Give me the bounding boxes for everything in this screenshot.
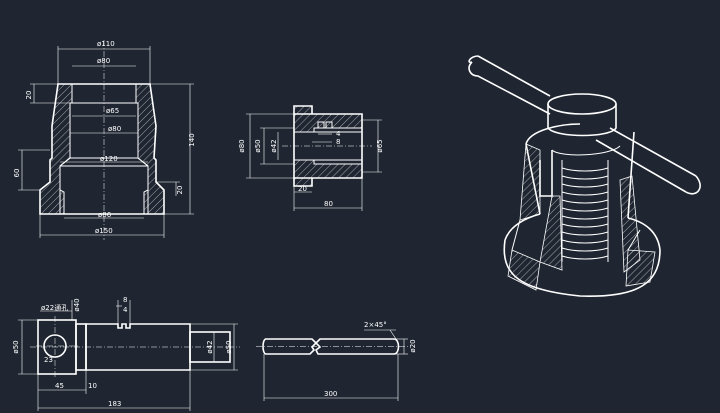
dim-screw-d42: ø42 bbox=[206, 340, 214, 353]
dim-nut-slot-8: 8 bbox=[336, 138, 340, 146]
dim-base-bore-80: ø80 bbox=[108, 125, 121, 133]
dim-screw-d40: ø40 bbox=[73, 298, 81, 311]
dim-bar-d20: ø20 bbox=[409, 339, 417, 352]
dim-screw-slot-4: 4 bbox=[123, 306, 128, 314]
dim-bar-300: 300 bbox=[324, 390, 337, 398]
dim-base-top-height: 20 bbox=[25, 91, 33, 100]
screw-drawing: ø22通孔 ø40 8 4 ø50 23 45 10 ø42 ø50 183 bbox=[12, 296, 240, 411]
dim-base-bore-86: ø86 bbox=[98, 211, 112, 219]
dim-nut-length-80: 80 bbox=[324, 200, 333, 208]
dim-nut-d50: ø50 bbox=[254, 139, 262, 152]
screw-thread-lines bbox=[561, 160, 609, 262]
nut-section-view: ø80 ø50 ø42 ø65 4 8 20 80 bbox=[238, 105, 384, 211]
dim-screw-10: 10 bbox=[88, 382, 97, 390]
dim-bar-chamfer: 2×45° bbox=[364, 321, 387, 329]
dim-nut-d42: ø42 bbox=[270, 139, 278, 152]
dim-base-bore-65: ø65 bbox=[106, 107, 119, 115]
dim-base-inner-top: ø80 bbox=[97, 57, 110, 65]
handle-bar-drawing: 2×45° ø20 300 bbox=[256, 321, 417, 401]
dim-screw-183: 183 bbox=[108, 400, 121, 408]
dim-nut-slot-4: 4 bbox=[336, 130, 341, 138]
dim-screw-d50-right: ø50 bbox=[225, 340, 233, 353]
dim-base-flange-height: 20 bbox=[176, 186, 184, 195]
dim-base-bottom-width: ø150 bbox=[95, 227, 113, 235]
base-section-view: ø110 ø80 ø65 ø80 ø120 ø86 ø150 20 60 140… bbox=[13, 40, 196, 240]
dim-base-top-width: ø110 bbox=[97, 40, 115, 48]
dim-base-bore-120: ø120 bbox=[100, 155, 118, 163]
dim-screw-slot-8: 8 bbox=[123, 296, 127, 304]
dim-screw-23: 23 bbox=[44, 356, 53, 364]
dim-base-left-height: 60 bbox=[13, 169, 21, 178]
dim-base-total-height: 140 bbox=[188, 133, 196, 146]
dim-screw-45: 45 bbox=[55, 382, 64, 390]
dim-nut-collar-20: 20 bbox=[298, 185, 307, 193]
assembly-isometric-view bbox=[468, 55, 701, 297]
dim-nut-d65: ø65 bbox=[376, 139, 384, 152]
dim-nut-d80: ø80 bbox=[238, 139, 246, 152]
dim-screw-d50-left: ø50 bbox=[12, 340, 20, 353]
dim-screw-hole: ø22通孔 bbox=[41, 303, 68, 312]
